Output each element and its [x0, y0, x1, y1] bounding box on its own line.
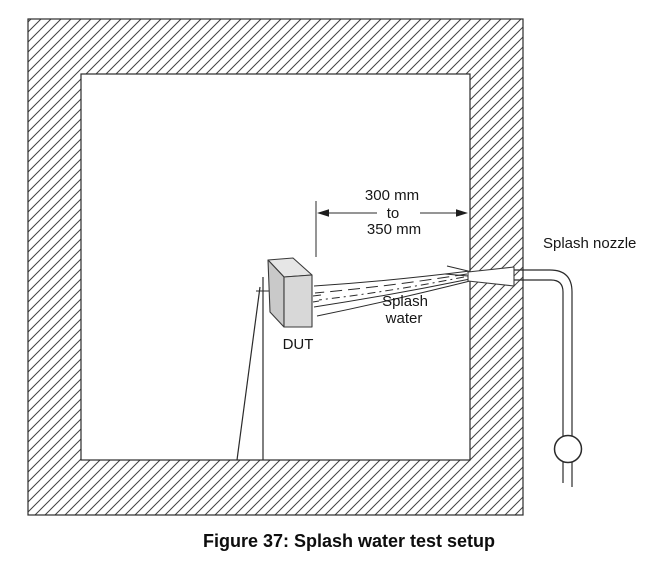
dimension-text-line3: 350 mm: [367, 221, 421, 238]
stand-slanted-leg: [236, 286, 261, 461]
splash-nozzle-label: Splash nozzle: [543, 235, 636, 252]
pump: [553, 434, 583, 487]
stream-dashed-line-1: [314, 273, 468, 294]
dimension-arrowhead-left: [317, 209, 329, 217]
nozzle-spray-line-mid: [444, 273, 469, 277]
stream-lower-edge: [316, 280, 471, 317]
stream-upper-edge: [313, 270, 471, 287]
pipe-inner-line: [514, 279, 564, 436]
stream-impact-tick-1: [312, 294, 322, 297]
stream-impact-tick-2: [312, 300, 320, 303]
stream-dash-dot-line: [318, 276, 465, 301]
chamber-outer-outline: [27, 18, 524, 516]
pipe-outer-line: [514, 269, 573, 436]
splash-water-label-line1: Splash: [382, 293, 428, 310]
nozzle-body: [467, 266, 515, 287]
stream-mid-edge: [313, 278, 471, 308]
dut-box: DUT: [267, 257, 314, 353]
splash-water-stream: Splash water: [312, 270, 471, 327]
figure-caption: Figure 37: Splash water test setup: [203, 531, 495, 551]
wall-hatch-fill: [28, 19, 523, 515]
dimension-text-line2: to: [387, 205, 400, 222]
test-chamber-wall: [27, 18, 524, 516]
nozzle-spray-line-top: [446, 265, 469, 272]
chamber-inner-outline: [80, 73, 471, 461]
dut-front-face: [283, 274, 313, 328]
pump-symbol: [553, 434, 583, 464]
dimension-annotation: 300 mm to 350 mm: [315, 187, 468, 257]
splash-water-label-line2: water: [385, 310, 423, 327]
splash-nozzle-assembly: Splash nozzle: [444, 235, 636, 436]
dimension-text-line1: 300 mm: [365, 187, 419, 204]
dut-label: DUT: [283, 336, 314, 353]
dimension-arrowhead-right: [456, 209, 468, 217]
